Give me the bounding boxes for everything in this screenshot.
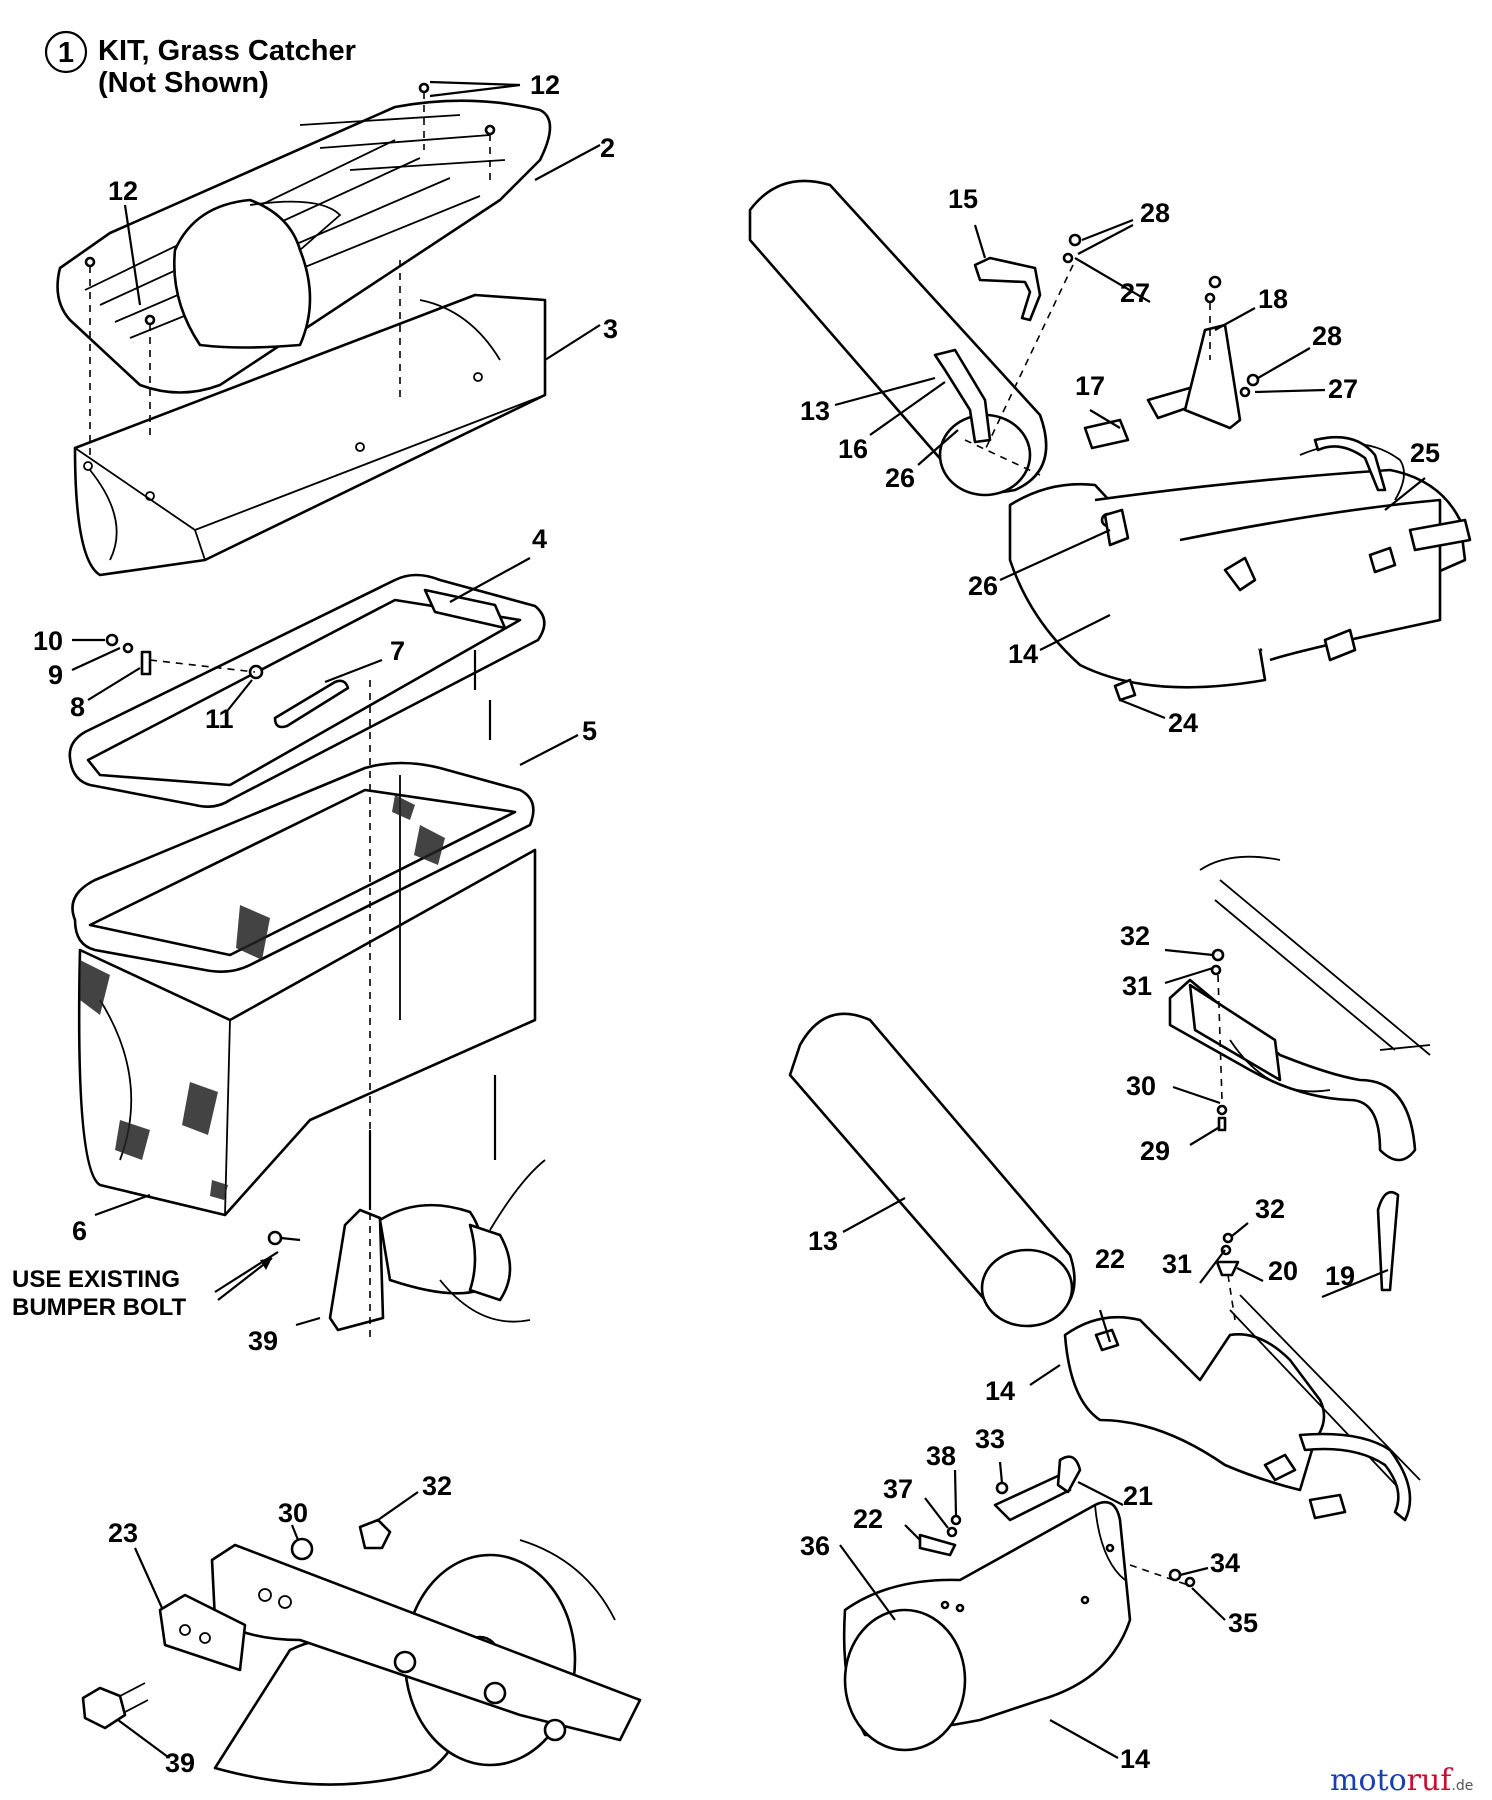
- watermark-brand: motoruf.de: [1330, 1763, 1473, 1798]
- upper-bag: [73, 293, 547, 577]
- callout-label: 31: [1122, 971, 1152, 1001]
- callout-labels: 12 2 12 3 4 10 9 8 7 11 5 6 39 15 28 27 …: [33, 70, 1440, 1778]
- hardware-left: [84, 82, 496, 680]
- callout-label: 7: [390, 636, 405, 666]
- bottom-chute-assembly: [842, 1455, 1196, 1752]
- callout-label: 28: [1312, 321, 1342, 351]
- callout-label: 13: [808, 1226, 838, 1256]
- callout-label: 21: [1123, 1481, 1153, 1511]
- callout-label: 26: [885, 463, 915, 493]
- lower-bag-frame: [71, 761, 535, 973]
- callout-label: 12: [530, 70, 560, 100]
- bumper-bolt-note: USE EXISTING BUMPER BOLT: [12, 1257, 273, 1321]
- callout-label: 38: [926, 1441, 956, 1471]
- wheel-bracket-assembly: [81, 1518, 642, 1786]
- catcher-lid: [56, 99, 552, 394]
- title-number-circle: [44, 30, 88, 74]
- callout-label: 27: [1328, 374, 1358, 404]
- callout-label: 32: [1255, 1194, 1285, 1224]
- callout-label: 39: [165, 1748, 195, 1778]
- callout-label: 8: [70, 692, 85, 722]
- callout-label: 25: [1410, 438, 1440, 468]
- callout-label: 32: [1120, 921, 1150, 951]
- callout-label: 30: [1126, 1071, 1156, 1101]
- callout-label: 13: [800, 396, 830, 426]
- callout-label: 22: [853, 1504, 883, 1534]
- callout-label: 18: [1258, 284, 1288, 314]
- watermark-logo: motoruf.de: [1330, 1763, 1473, 1798]
- note-arrow-head: [260, 1258, 272, 1270]
- callout-label: 10: [33, 626, 63, 656]
- callout-label: 2: [600, 133, 615, 163]
- callout-label: 14: [985, 1376, 1015, 1406]
- callout-label: 9: [48, 660, 63, 690]
- title-line-1: KIT, Grass Catcher: [98, 35, 356, 67]
- callout-label: 23: [108, 1518, 138, 1548]
- mid-bracket-assembly: [1168, 855, 1431, 1162]
- callout-label: 3: [603, 314, 618, 344]
- note-line-1: USE EXISTING: [12, 1266, 180, 1293]
- callout-label: 26: [968, 571, 998, 601]
- title-line-2: (Not Shown): [98, 67, 269, 99]
- callout-label: 24: [1168, 708, 1198, 738]
- bumper-bolt-small: [267, 1230, 301, 1246]
- callout-label: 11: [205, 704, 234, 734]
- callout-label: 19: [1325, 1261, 1355, 1291]
- callout-label: 20: [1268, 1256, 1298, 1286]
- callout-label: 36: [800, 1531, 830, 1561]
- callout-label: 39: [248, 1326, 278, 1356]
- callout-label: 27: [1120, 278, 1150, 308]
- callout-label: 4: [532, 524, 547, 554]
- lower-bag: [77, 775, 537, 1217]
- callout-label: 37: [883, 1474, 913, 1504]
- callout-label: 32: [422, 1471, 452, 1501]
- callout-label: 29: [1140, 1136, 1170, 1166]
- bag-frame: [68, 573, 546, 808]
- note-line-2: BUMPER BOLT: [12, 1294, 187, 1321]
- callout-label: 6: [72, 1216, 87, 1246]
- top-chute-assembly: [748, 179, 1472, 702]
- callout-label: 30: [278, 1498, 308, 1528]
- callout-label: 22: [1095, 1244, 1125, 1274]
- callout-label: 35: [1228, 1608, 1258, 1638]
- callout-label: 14: [1008, 639, 1038, 669]
- callout-label: 17: [1075, 371, 1105, 401]
- callout-label: 16: [838, 434, 868, 464]
- lower-chute-assembly: [788, 1012, 1421, 1522]
- leader-lines: [71, 80, 1426, 1759]
- callout-label: 31: [1162, 1249, 1192, 1279]
- bumper-bracket: [328, 680, 546, 1340]
- rod: [273, 679, 350, 729]
- callout-label: 12: [108, 176, 138, 206]
- callout-label: 14: [1120, 1744, 1150, 1774]
- callout-label: 34: [1210, 1548, 1240, 1578]
- callout-label: 28: [1140, 198, 1170, 228]
- callout-label: 15: [948, 184, 978, 214]
- callout-label: 33: [975, 1424, 1005, 1454]
- title-number: 1: [58, 37, 74, 69]
- callout-label: 5: [582, 716, 597, 746]
- kit-title: 1 KIT, Grass Catcher (Not Shown): [44, 30, 356, 99]
